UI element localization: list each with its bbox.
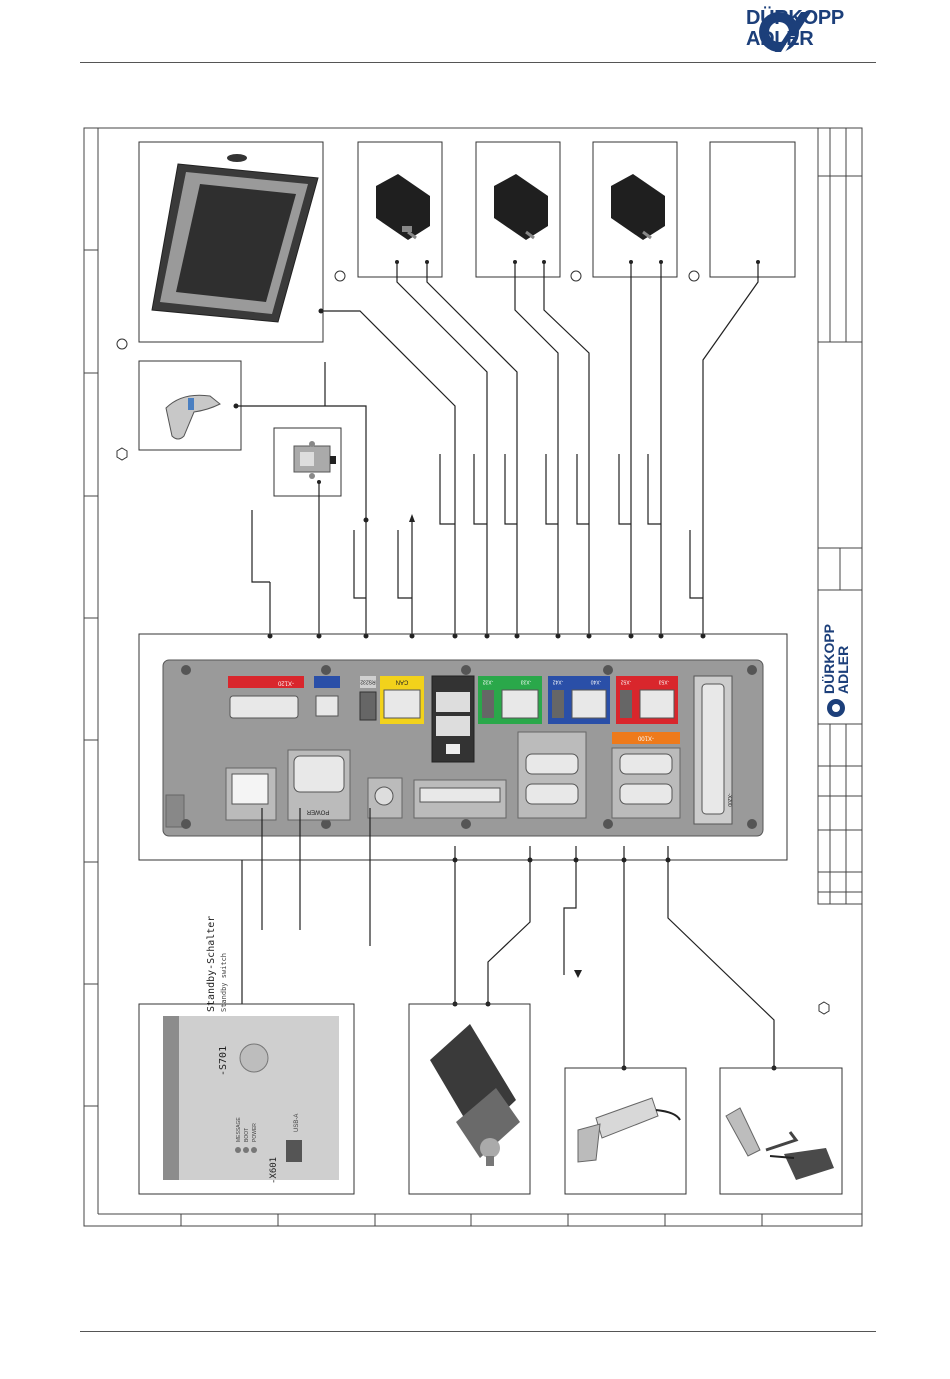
label-rs232: RS232 <box>360 679 376 685</box>
led-label-boot: BOOT <box>244 1128 250 1142</box>
label-can: CAN <box>396 678 409 684</box>
label-x100: -X100 <box>637 734 654 740</box>
label-x42: -X42 <box>553 679 564 685</box>
label-power: POWER <box>306 808 329 814</box>
title-block-logo: DÜRKOPP ADLER <box>821 624 851 717</box>
touch-panel <box>139 142 323 342</box>
pedal-switch <box>720 1068 842 1194</box>
barcode-scanner-icon <box>166 395 220 439</box>
empty-device-box <box>710 142 795 277</box>
label-x33: -X33 <box>521 679 532 685</box>
title-block <box>818 128 862 904</box>
sensor-module <box>274 428 341 496</box>
label-x52: -X52 <box>621 679 632 685</box>
x601-label: -X601 <box>269 1157 279 1184</box>
led-label-power: POWER <box>252 1123 258 1142</box>
stepper-motor-icon <box>376 174 430 240</box>
label-x53: -X53 <box>659 679 670 685</box>
stepper-motor-2 <box>476 142 560 277</box>
s701-label: -S701 <box>218 1046 229 1076</box>
sewing-motor <box>409 1004 530 1194</box>
standby-detail: -S701 Standby-Schalter Standby switch ME… <box>139 916 354 1194</box>
footer-rule <box>80 1331 876 1332</box>
sensor <box>565 1068 686 1194</box>
status-leds <box>235 1147 257 1153</box>
stepper-motor-icon <box>494 174 548 240</box>
pedal-switch-icon <box>726 1108 834 1180</box>
stepper-motor-3 <box>593 142 677 277</box>
stepper-motor-icon <box>611 174 665 240</box>
label-x120: -X120 <box>277 679 294 685</box>
barcode-scanner <box>139 361 241 450</box>
standby-label-de: Standby-Schalter <box>206 916 217 1012</box>
title-brand-line-2: ADLER <box>835 646 851 694</box>
sensor-icon <box>578 1098 680 1162</box>
led-label-message: MESSAGE <box>236 1117 242 1142</box>
usb-port-icon <box>286 1140 302 1162</box>
standby-switch-icon <box>240 1044 268 1072</box>
label-x200: -X200 <box>726 793 732 807</box>
controller-housing: -X120 RS232 CAN -X32 -X33 -X42 -X40 -X52… <box>163 660 763 836</box>
sewing-motor-icon <box>430 1024 520 1166</box>
label-x40: -X40 <box>591 679 602 685</box>
stepper-motor-1 <box>358 142 442 277</box>
standby-label-en: Standby switch <box>220 953 228 1012</box>
label-x32a: -X32 <box>483 679 494 685</box>
usb-label: USB-A <box>294 1114 300 1132</box>
